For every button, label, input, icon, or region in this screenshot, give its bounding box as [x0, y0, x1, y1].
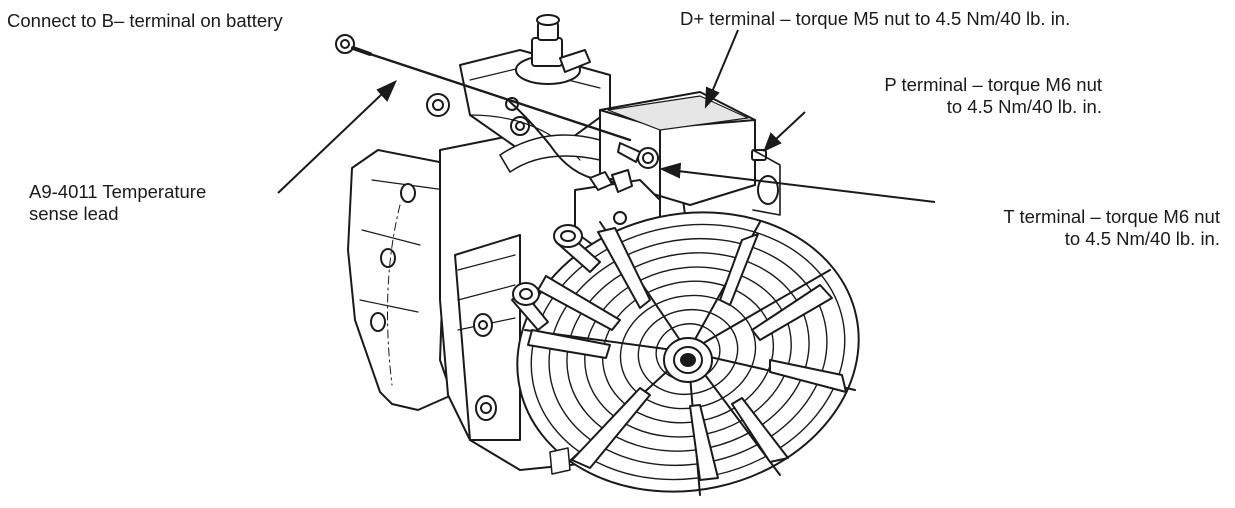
callout-temperature-lead-line-1: A9-4011 Temperature: [29, 181, 207, 202]
ring-lug: [335, 34, 632, 142]
leader-t-terminal: [677, 170, 936, 203]
callout-p-terminal: P terminal – torque M6 nut to 4.5 Nm/40 …: [884, 74, 1102, 118]
leader-p-terminal: [774, 111, 806, 141]
temperature-lead-wire: [507, 99, 627, 181]
fan-guard: [511, 211, 860, 496]
t-terminal-stud: [617, 142, 659, 169]
leader-temp-lead: [277, 93, 383, 194]
callout-t-terminal: T terminal – torque M6 nut to 4.5 Nm/40 …: [1003, 206, 1220, 250]
callout-temperature-lead-line-2: sense lead: [29, 203, 119, 224]
callout-d-plus-line-1: D+ terminal – torque M5 nut to 4.5 Nm/40…: [680, 8, 1071, 29]
leader-d-plus: [711, 29, 739, 93]
callout-t-terminal-line-1: T terminal – torque M6 nut: [1003, 206, 1220, 227]
callout-temperature-lead: A9-4011 Temperature sense lead: [29, 181, 206, 225]
leader-lines: [277, 29, 936, 203]
callout-battery: Connect to B– terminal on battery: [7, 10, 283, 32]
callout-d-plus-terminal: D+ terminal – torque M5 nut to 4.5 Nm/40…: [680, 8, 1070, 30]
callout-t-terminal-line-2: to 4.5 Nm/40 lb. in.: [1064, 228, 1220, 249]
top-bracket: [426, 14, 611, 161]
callout-battery-line-1: Connect to B– terminal on battery: [7, 10, 283, 31]
callout-p-terminal-line-1: P terminal – torque M6 nut: [884, 74, 1102, 95]
callout-p-terminal-line-2: to 4.5 Nm/40 lb. in.: [946, 96, 1102, 117]
